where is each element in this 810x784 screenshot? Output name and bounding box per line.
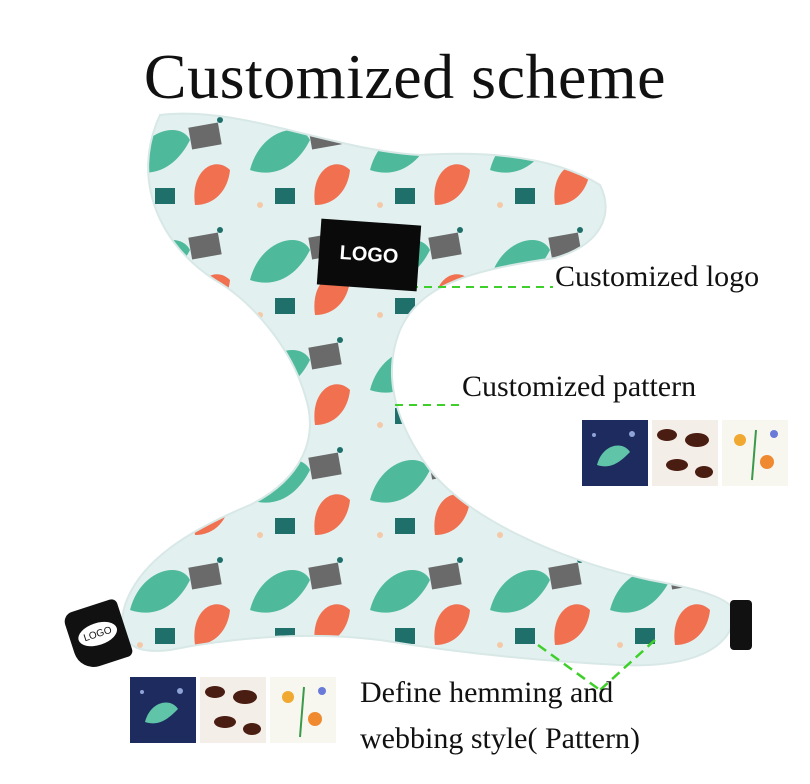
- hemming-leader-line-right: [599, 639, 656, 691]
- leopard-swatch: [652, 420, 718, 486]
- hemming-callout-line1: Define hemming and: [360, 676, 614, 709]
- harness-body: [121, 112, 737, 667]
- hemming-leader-line-left: [537, 643, 601, 692]
- pattern-swatches-right: [582, 420, 788, 486]
- hemming-callout: Define hemming and webbing style( Patter…: [360, 670, 640, 762]
- page-title: Customized scheme: [143, 41, 667, 112]
- navy-dinosaur-swatch: [130, 677, 196, 743]
- leopard-swatch: [200, 677, 266, 743]
- buckle-logo-label: LOGO: [75, 617, 121, 651]
- logo-patch: LOGO: [316, 218, 422, 292]
- navy-dinosaur-swatch: [582, 420, 648, 486]
- customized-pattern-callout: Customized pattern: [462, 370, 697, 403]
- hemming-callout-line2: webbing style( Pattern): [360, 722, 640, 755]
- pattern-swatches-bottom: [130, 677, 336, 743]
- customized-logo-callout: Customized logo: [555, 260, 760, 293]
- buckle-right: [730, 600, 752, 650]
- floral-swatch: [722, 420, 788, 486]
- floral-swatch: [270, 677, 336, 743]
